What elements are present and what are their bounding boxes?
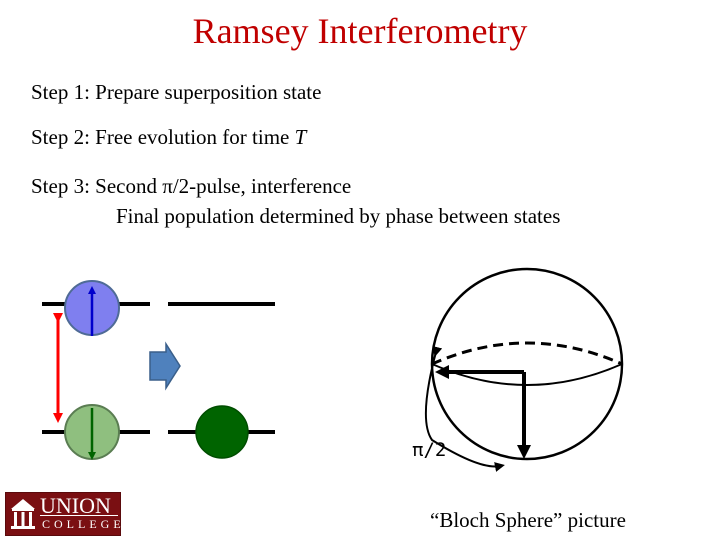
bloch-caption: “Bloch Sphere” picture — [430, 508, 626, 532]
step-2-prefix: Step 2: Free evolution for time — [31, 125, 295, 149]
step-2-text: Step 2: Free evolution for time T — [31, 125, 306, 150]
bloch-equator-back — [431, 341, 623, 366]
slide-title: Ramsey Interferometry — [192, 11, 528, 51]
pulse-label: π/2 — [412, 439, 447, 461]
building-icon — [11, 499, 35, 529]
block-arrow-icon — [149, 341, 181, 391]
step-3-detail: Final population determined by phase bet… — [116, 204, 561, 228]
rotation-arc — [424, 345, 505, 472]
final-state-circle — [195, 405, 249, 459]
logo-divider — [40, 515, 118, 516]
union-college-logo: UNION COLLEGE — [5, 492, 121, 536]
bloch-equator-front — [431, 363, 623, 386]
logo-word-college: COLLEGE — [42, 517, 125, 531]
time-variable: T — [294, 125, 307, 149]
step-3-text: Step 3: Second π/2-pulse, interference — [31, 174, 352, 198]
step-1-text: Step 1: Prepare superposition state — [31, 80, 322, 104]
bloch-sphere — [430, 267, 624, 461]
logo-word-union: UNION — [40, 493, 111, 518]
